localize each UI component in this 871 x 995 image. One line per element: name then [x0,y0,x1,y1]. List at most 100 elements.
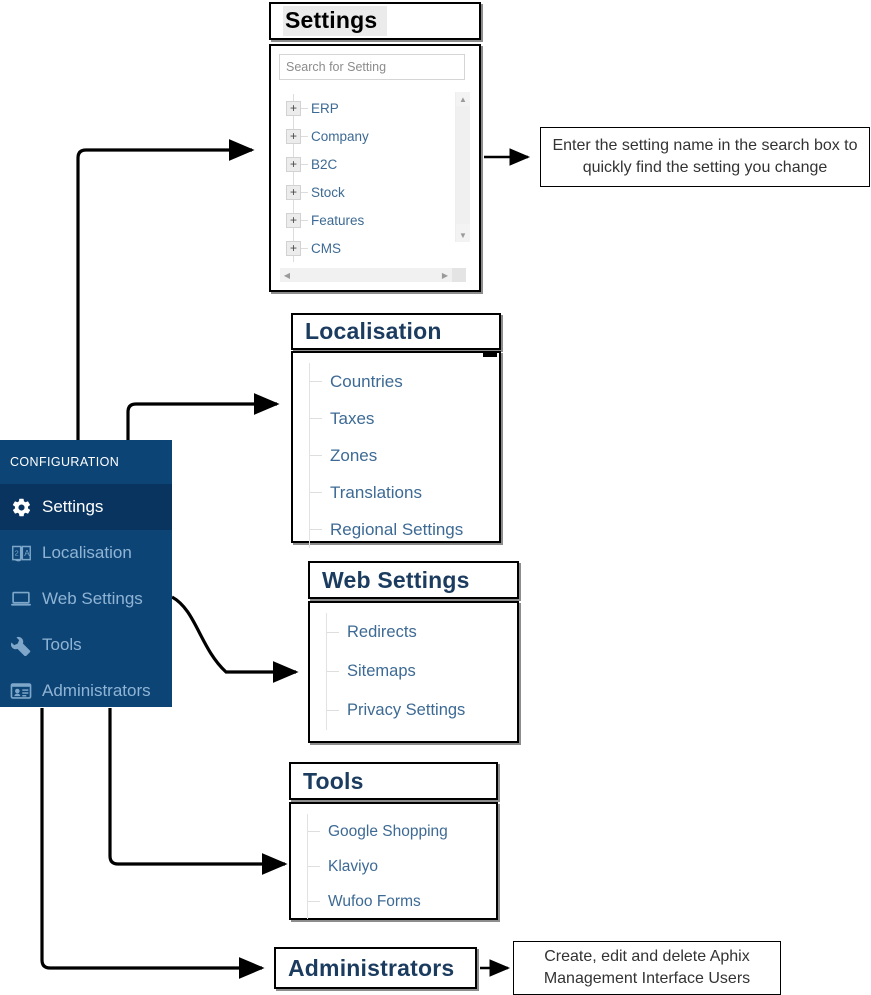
link-label[interactable]: Klaviyo [328,857,378,875]
list-item[interactable]: Zones [309,437,491,474]
tree-guide-line [307,884,308,919]
link-label[interactable]: Translations [330,482,422,502]
tree-connector [301,163,308,165]
link-label[interactable]: Taxes [330,408,375,428]
tree-item-label[interactable]: B2C [311,156,338,172]
tree-item[interactable]: + Stock [279,178,455,206]
sidebar-item-label: Web Settings [42,589,143,608]
vertical-scrollbar[interactable]: ▲ ▼ [455,92,470,242]
administrators-title-text: Administrators [288,954,455,981]
settings-panel-title: Settings [269,2,481,40]
tree-item-label[interactable]: Stock [311,184,345,200]
web-settings-panel-title: Web Settings [308,561,519,599]
expand-icon[interactable]: + [286,184,301,200]
list-item[interactable]: Privacy Settings [326,691,509,730]
tree-connector [309,455,322,456]
id-card-icon [6,680,36,702]
settings-panel-body: + ERP + Company + B2C + Stock [269,44,481,292]
link-label[interactable]: Zones [330,445,378,465]
tree-guide-line [309,511,310,548]
tree-item[interactable]: + ERP [279,94,455,122]
sidebar-item-label: Administrators [42,681,151,700]
wire-administrators [40,708,265,979]
search-input[interactable] [279,54,465,80]
link-label[interactable]: Google Shopping [328,822,448,840]
sidebar-item-web-settings[interactable]: Web Settings [0,576,172,622]
link-label[interactable]: Redirects [347,623,417,641]
expand-icon[interactable]: + [286,212,301,228]
tools-link-list: Google Shopping Klaviyo Wufoo Forms [307,814,488,919]
tree-connector [301,219,308,221]
localisation-panel-title: Localisation [291,313,501,350]
list-item[interactable]: Taxes [309,400,491,437]
sidebar-item-localisation[interactable]: 2 A Localisation [0,530,172,576]
sidebar-item-administrators[interactable]: Administrators [0,668,172,714]
horizontal-scrollbar[interactable]: ◀ ▶ [280,268,466,282]
tree-item[interactable]: + B2C [279,150,455,178]
link-label[interactable]: Countries [330,371,403,391]
tree-connector [326,632,339,633]
tree-guide-line [309,437,310,474]
wire-settings [76,139,255,460]
localisation-link-list: Countries Taxes Zones Translations Regio [309,363,491,548]
link-label[interactable]: Regional Settings [330,519,464,539]
admin-note-callout: Create, edit and delete Aphix Management… [513,941,781,995]
admin-note-text: Create, edit and delete Aphix Management… [543,948,751,987]
list-item[interactable]: Countries [309,363,491,400]
list-item[interactable]: Sitemaps [326,652,509,691]
svg-text:2: 2 [14,548,18,557]
expand-icon[interactable]: + [286,240,301,256]
tree-item[interactable]: + Company [279,122,455,150]
localisation-panel-body: Countries Taxes Zones Translations Regio [291,351,501,548]
sidebar-item-label: Settings [42,497,104,516]
wire-tools [108,708,288,875]
tree-item-label[interactable]: Company [311,128,369,144]
expand-icon[interactable]: + [286,100,301,116]
scroll-down-icon[interactable]: ▼ [459,230,467,240]
tree-item[interactable]: + Features [279,206,455,234]
settings-tree: + ERP + Company + B2C + Stock [279,94,455,262]
wire-web-settings [171,595,299,683]
tree-item-label[interactable]: Features [311,212,365,228]
tree-guide-line [309,363,310,400]
tools-panel-body: Google Shopping Klaviyo Wufoo Forms [289,802,498,920]
link-label[interactable]: Sitemaps [347,662,416,680]
panel-notch [483,353,497,357]
sidebar-item-settings[interactable]: Settings [0,484,172,530]
sidebar-header: CONFIGURATION [0,440,172,484]
configuration-sidebar: CONFIGURATION Settings 2 A [0,440,172,707]
tree-connector [307,831,320,832]
tree-guide-line [307,814,308,849]
tree-connector [307,866,320,867]
list-item[interactable]: Klaviyo [307,849,488,884]
web-settings-link-list: Redirects Sitemaps Privacy Settings [326,613,509,730]
list-item[interactable]: Google Shopping [307,814,488,849]
tree-item[interactable]: + CMS [279,234,455,262]
sidebar-item-label: Localisation [42,543,132,562]
list-item[interactable]: Translations [309,474,491,511]
scroll-up-icon[interactable]: ▲ [459,94,467,104]
tree-guide-line [326,613,327,652]
tree-item-label[interactable]: ERP [311,100,339,116]
list-item[interactable]: Wufoo Forms [307,884,488,919]
tree-guide-line [326,691,327,730]
localisation-title-text: Localisation [305,318,442,344]
tree-connector [309,529,322,530]
scroll-right-icon[interactable]: ▶ [441,270,449,280]
administrators-panel-title: Administrators [274,947,477,989]
list-item[interactable]: Redirects [326,613,509,652]
tree-item-label[interactable]: CMS [311,240,341,256]
sidebar-item-tools[interactable]: Tools [0,622,172,668]
link-label[interactable]: Wufoo Forms [328,892,421,910]
translate-icon: 2 A [6,543,36,564]
tree-connector [301,247,308,249]
scroll-left-icon[interactable]: ◀ [283,270,291,280]
list-item[interactable]: Regional Settings [309,511,491,548]
link-label[interactable]: Privacy Settings [347,701,466,719]
tree-connector [309,418,322,419]
expand-icon[interactable]: + [286,128,301,144]
tree-connector [307,901,320,902]
expand-icon[interactable]: + [286,156,301,172]
scrollbar-thumb[interactable] [456,106,470,224]
